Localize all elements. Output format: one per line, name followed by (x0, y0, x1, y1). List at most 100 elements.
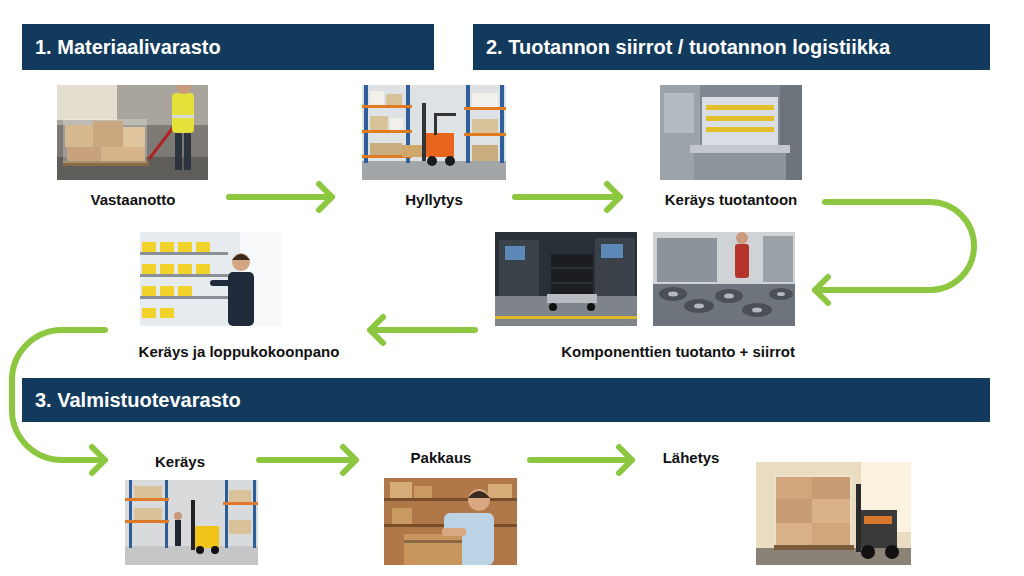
picking-machine-photo (660, 85, 802, 180)
photo-shape (57, 85, 208, 180)
photo-shape (184, 130, 191, 170)
photo-shape (210, 280, 232, 286)
production-cart-photo (495, 232, 637, 326)
photo-shape (495, 316, 637, 319)
section-heading: 2. Tuotannon siirrot / tuotannon logisti… (486, 36, 890, 59)
process-step: Hyllytys (362, 85, 507, 213)
photo-shape (742, 303, 772, 317)
photo-shape (129, 480, 132, 548)
photo-shape (211, 546, 219, 554)
photo-shape (774, 475, 852, 547)
photo-shape (468, 491, 490, 498)
photo-shape (229, 520, 251, 534)
photo-shape (861, 462, 911, 532)
flow-arrow (515, 184, 620, 210)
photo-shape (885, 545, 899, 559)
photo-shape (756, 462, 911, 565)
photo-shape (595, 238, 635, 296)
process-step: Vastaanotto (57, 85, 209, 213)
photo-shape (684, 299, 714, 313)
photo-shape (715, 289, 743, 303)
photo-shape (140, 296, 228, 299)
photo-shape (427, 156, 437, 166)
photo-shape (472, 93, 498, 107)
photo-shape (664, 93, 694, 133)
photo-shape (445, 156, 455, 166)
step-label: Lähetys (663, 448, 720, 468)
photo-shape (500, 85, 504, 163)
photo-shape (175, 520, 181, 546)
photo-shape (362, 105, 412, 108)
receiving-photo (57, 80, 208, 180)
section-heading: 1. Materiaalivarasto (35, 36, 221, 59)
shipping-photo (756, 462, 911, 565)
photo-shape (178, 264, 192, 274)
photo-shape (706, 105, 774, 110)
photo-shape (414, 486, 432, 498)
photo-shape (140, 232, 282, 326)
flow-arrow (370, 317, 475, 343)
photo-shape (601, 244, 623, 258)
photo-shape (864, 516, 892, 524)
photo-shape (175, 130, 182, 170)
photo-shape (362, 85, 506, 180)
photo-shape (134, 508, 162, 520)
photo-shape (466, 85, 470, 163)
photo-shape (587, 303, 595, 311)
flow-arrow (530, 447, 632, 473)
photo-shape (472, 145, 498, 161)
shelving-photo (362, 85, 506, 180)
photo-shape (657, 238, 717, 282)
photo-shape (426, 133, 454, 157)
photo-shape (404, 534, 462, 565)
photo-shape (229, 490, 251, 502)
step-label: Keräys tuotantoon (665, 190, 798, 210)
photo-shape (142, 264, 156, 274)
photo-shape (551, 254, 593, 267)
photo-shape (142, 242, 156, 252)
flow-arrow (259, 447, 356, 473)
photo-shape (752, 308, 762, 313)
photo-shape (125, 480, 258, 565)
photo-shape (160, 286, 174, 296)
photo-shape (63, 119, 147, 163)
photo-shape (384, 498, 517, 501)
photo-shape (160, 242, 174, 252)
photo-shape (464, 107, 506, 110)
photo-shape (499, 240, 539, 296)
photo-shape (142, 308, 156, 318)
photo-shape (149, 125, 175, 159)
photo-shape (174, 512, 182, 520)
process-step: Keräys (125, 450, 259, 566)
photo-shape (769, 288, 793, 300)
photo-shape (370, 91, 384, 105)
photo-shape (364, 85, 368, 163)
photo-shape (551, 284, 593, 294)
section-band: 1. Materiaalivarasto (22, 24, 434, 70)
photo-shape (505, 246, 525, 260)
photo-shape (228, 272, 254, 326)
section-heading: 3. Valmistuotevarasto (35, 389, 241, 412)
process-step: Pakkaus (384, 448, 518, 566)
photo-shape (225, 480, 228, 548)
photo-shape (668, 292, 678, 297)
photo-shape (253, 480, 256, 548)
photo-shape (195, 526, 219, 548)
step-label: Vastaanotto (90, 190, 175, 210)
photo-shape (702, 97, 778, 145)
step-label: Keräys (155, 452, 205, 472)
photo-shape (763, 236, 793, 282)
photo-shape (362, 130, 412, 133)
photo-shape (774, 545, 854, 550)
photo-shape (551, 269, 593, 282)
photo-shape (370, 143, 402, 155)
photo-shape (660, 85, 802, 180)
photo-shape (442, 528, 466, 536)
section-band: 2. Tuotannon siirrot / tuotannon logisti… (473, 24, 990, 70)
process-step: Keräys tuotantoon (660, 85, 803, 213)
photo-shape (390, 118, 403, 130)
photo-shape (434, 113, 437, 135)
photo-shape (392, 508, 412, 524)
photo-shape (861, 545, 875, 559)
